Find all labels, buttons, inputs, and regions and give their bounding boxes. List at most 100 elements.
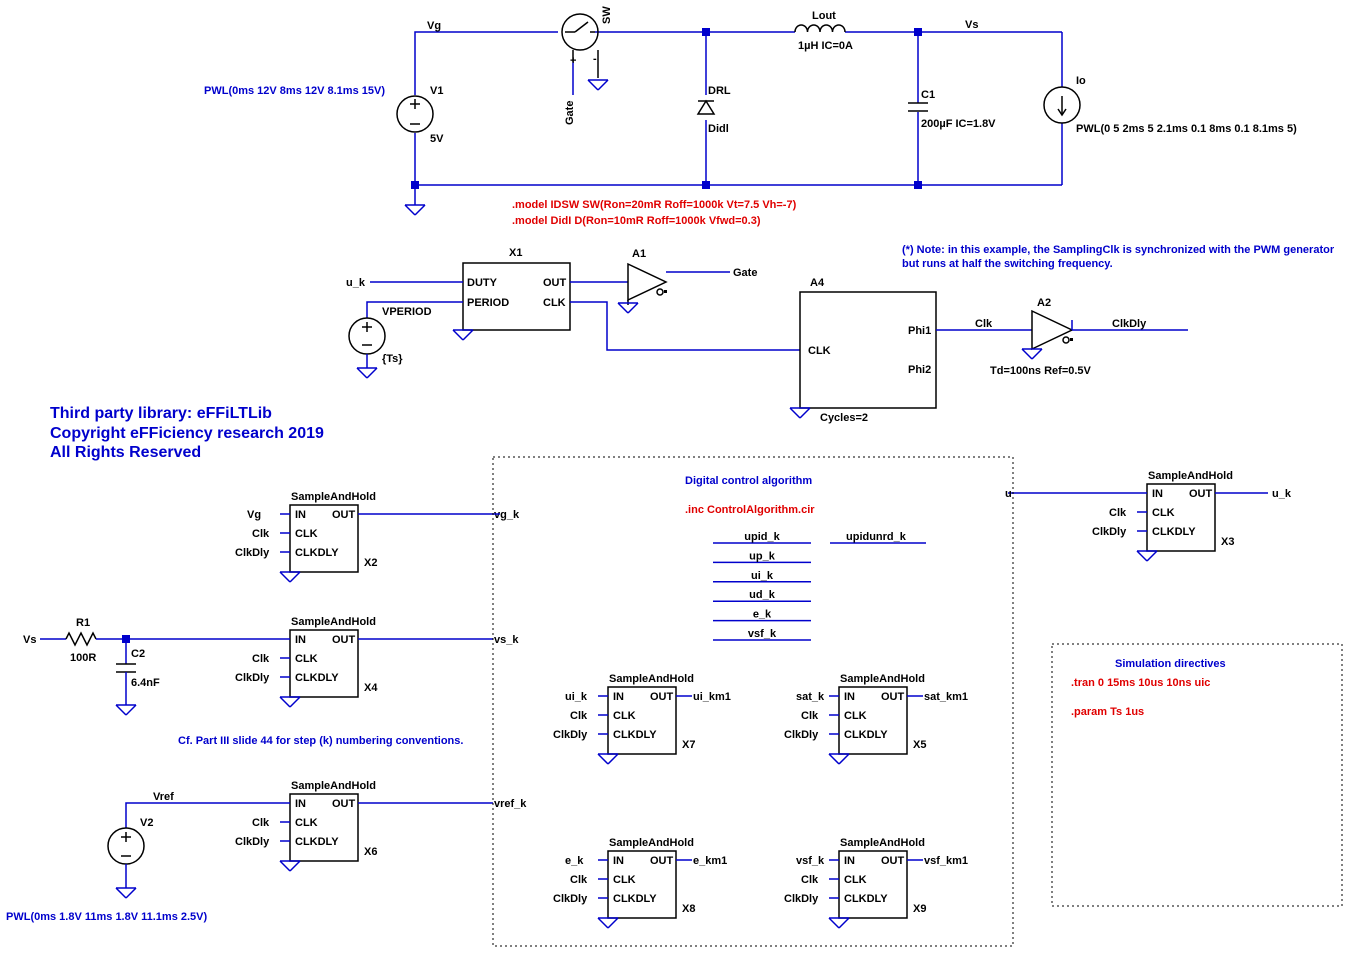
sim-param: .param Ts 1us (1071, 706, 1144, 718)
io-current-source[interactable] (1043, 86, 1081, 124)
c1-name: C1 (921, 89, 935, 101)
r1-resistor[interactable] (65, 631, 97, 647)
x1-duty: DUTY (467, 277, 498, 289)
sh-body[interactable] (289, 793, 359, 862)
sh-clkdly-net: ClkDly (1092, 526, 1127, 538)
drl-diode[interactable] (696, 99, 716, 115)
sh-body[interactable] (838, 850, 908, 919)
sh-out-net: vref_k (494, 798, 527, 810)
c2-capacitor[interactable] (116, 663, 136, 673)
sh-instance-name: X7 (682, 739, 695, 751)
sh-clk-net: Clk (570, 710, 588, 722)
sh-clkdly-pin: CLKDLY (295, 836, 339, 848)
net-label: up_k (749, 550, 776, 562)
net-label: ui_k (751, 570, 774, 582)
sw-switch[interactable] (561, 13, 599, 78)
sh-clkdly-pin: CLKDLY (1152, 526, 1196, 538)
drl-name: DRL (708, 85, 731, 97)
v2-voltage-source[interactable] (107, 827, 145, 865)
sh-title: SampleAndHold (1148, 470, 1233, 482)
a4-cycles: Cycles=2 (820, 412, 868, 424)
lout-name: Lout (812, 10, 836, 22)
sh-clk-net: Clk (801, 874, 819, 886)
sim-tran: .tran 0 15ms 10us 10ns uic (1071, 677, 1210, 689)
net-label: ud_k (749, 589, 776, 601)
library-line3: All Rights Reserved (50, 444, 201, 461)
sim-title: Simulation directives (1115, 658, 1226, 670)
note-line1: (*) Note: in this example, the SamplingC… (902, 244, 1335, 256)
ground-symbol (597, 753, 619, 765)
sw-minus: - (593, 53, 597, 65)
a2-delay-buffer[interactable] (1031, 309, 1074, 351)
net-label: e_k (753, 609, 772, 621)
simulation-directives-frame (1051, 643, 1343, 907)
a4-clock-divider[interactable] (799, 291, 937, 409)
vperiod-value: {Ts} (382, 353, 403, 365)
net-label: upid_k (744, 531, 780, 543)
x1-period: PERIOD (467, 297, 509, 309)
sh-clk-net: Clk (252, 817, 270, 829)
ground-symbol (828, 753, 850, 765)
sh-in-net: ui_k (565, 691, 588, 703)
sh-clkdly-net: ClkDly (235, 836, 270, 848)
x1-name: X1 (509, 247, 522, 259)
sh-clkdly-net: ClkDly (784, 893, 819, 905)
sh-in-pin: IN (844, 855, 855, 867)
c1-capacitor[interactable] (908, 102, 928, 112)
sh-out-net: vg_k (494, 509, 520, 521)
sh-out-net: ui_km1 (693, 691, 731, 703)
v2-name: V2 (140, 817, 153, 829)
r1-value: 100R (70, 652, 96, 664)
a4-name: A4 (810, 277, 825, 289)
sw-name: SW (601, 6, 613, 24)
lout-value: 1µH IC=0A (798, 40, 853, 52)
sw-plus: + (570, 55, 576, 67)
net-gate-out: Gate (733, 267, 757, 279)
sh-body[interactable] (838, 686, 908, 755)
sh-out-pin: OUT (1189, 488, 1213, 500)
sh-in-pin: IN (844, 691, 855, 703)
v1-pwl: PWL(0ms 12V 8ms 12V 8.1ms 15V) (204, 85, 385, 97)
a1-buffer[interactable] (627, 262, 668, 305)
a4-phi1: Phi1 (908, 325, 931, 337)
sh-body[interactable] (1146, 483, 1216, 552)
vperiod-name: VPERIOD (382, 306, 432, 318)
sh-body[interactable] (289, 629, 359, 698)
io-name: Io (1076, 75, 1086, 87)
sh-in-pin: IN (613, 691, 624, 703)
sh-clk-pin: CLK (844, 710, 867, 722)
sh-clk-net: Clk (1109, 507, 1127, 519)
lout-inductor[interactable] (794, 24, 846, 33)
sh-clk-net: Clk (801, 710, 819, 722)
sh-clk-pin: CLK (295, 653, 318, 665)
sh-title: SampleAndHold (609, 837, 694, 849)
sh-title: SampleAndHold (840, 837, 925, 849)
sh-in-net: sat_k (796, 691, 825, 703)
sh-out-net: sat_km1 (924, 691, 968, 703)
ground-symbol (279, 696, 301, 708)
sh-in-pin: IN (295, 634, 306, 646)
sh-title: SampleAndHold (291, 616, 376, 628)
sh-body[interactable] (607, 850, 677, 919)
ground-symbol (597, 917, 619, 929)
sh-body[interactable] (607, 686, 677, 755)
v1-voltage-source[interactable] (396, 95, 434, 133)
sh-clkdly-pin: CLKDLY (844, 729, 888, 741)
x1-pwm-block[interactable] (462, 262, 571, 331)
sh-in-pin: IN (295, 798, 306, 810)
net-vs: Vs (965, 19, 978, 31)
x1-clk: CLK (543, 297, 566, 309)
vperiod-source[interactable] (348, 317, 386, 355)
sh-clk-pin: CLK (844, 874, 867, 886)
sh-body[interactable] (289, 504, 359, 573)
pwm-section: X1 DUTY PERIOD OUT CLK u_k VPERIOD {Ts} … (346, 244, 1335, 424)
